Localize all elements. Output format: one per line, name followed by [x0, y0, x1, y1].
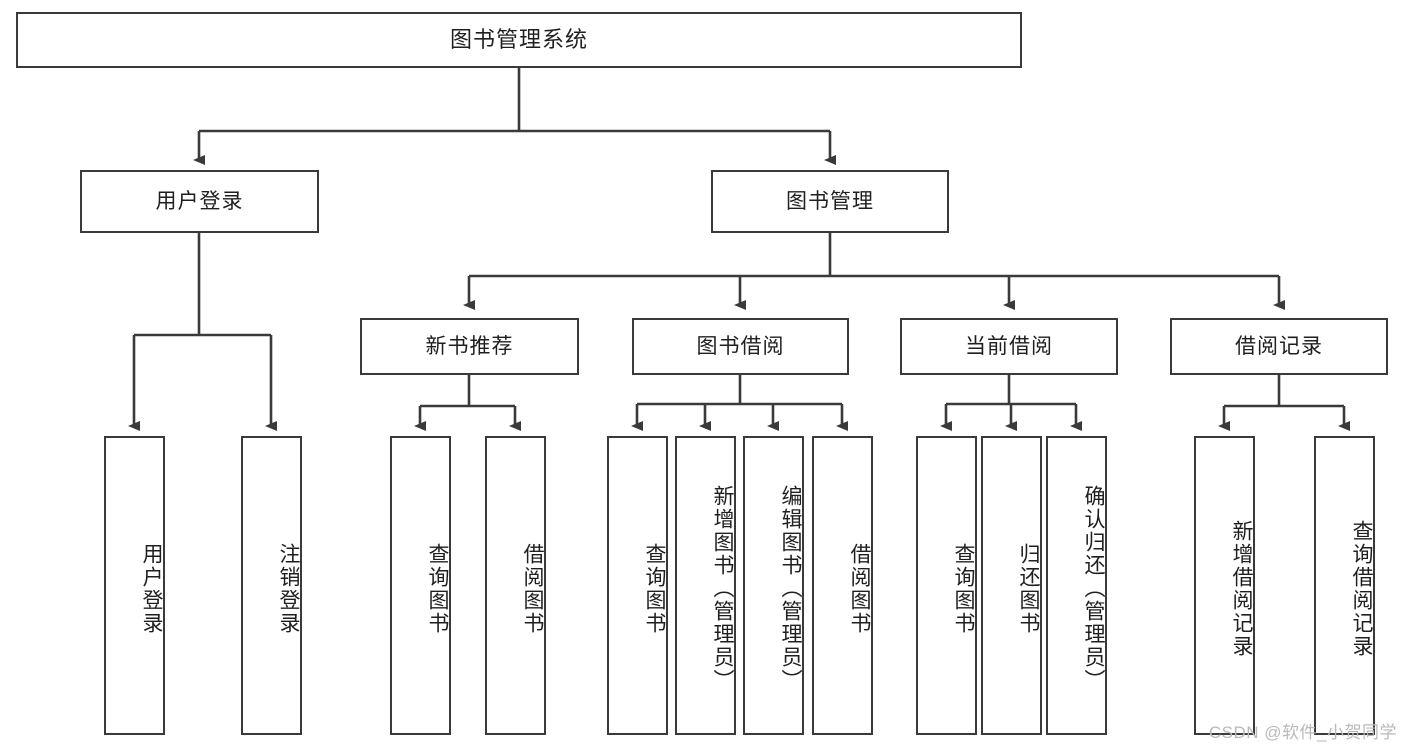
node-book-borrow[interactable]: 图书借阅: [632, 318, 849, 375]
node-label: 用户登录: [155, 189, 244, 213]
node-label: 用户登录: [140, 542, 163, 635]
leaf-record-query-record[interactable]: 查询借阅记录: [1314, 436, 1375, 735]
node-label: 注销登录: [277, 542, 300, 635]
leaf-user-login-signin[interactable]: 用户登录: [104, 436, 165, 735]
leaf-borrow-borrow-book[interactable]: 借阅图书: [812, 436, 873, 735]
node-label: 编辑图书（管理员）: [779, 485, 802, 692]
node-current-borrow[interactable]: 当前借阅: [900, 318, 1118, 375]
node-label: 图书管理: [786, 189, 874, 213]
node-label: 当前借阅: [965, 334, 1053, 358]
node-label: 确认归还（管理员）: [1082, 485, 1105, 692]
node-label: 新增图书（管理员）: [711, 485, 734, 692]
leaf-borrow-add-book-admin[interactable]: 新增图书（管理员）: [675, 436, 736, 735]
leaf-current-confirm-return-admin[interactable]: 确认归还（管理员）: [1046, 436, 1107, 735]
node-label: 图书管理系统: [449, 26, 588, 52]
node-new-book-recommend[interactable]: 新书推荐: [360, 318, 579, 375]
leaf-user-login-signout[interactable]: 注销登录: [241, 436, 302, 735]
leaf-borrow-edit-book-admin[interactable]: 编辑图书（管理员）: [743, 436, 804, 735]
node-label: 查询图书: [426, 542, 449, 635]
node-label: 查询图书: [643, 542, 666, 635]
leaf-recommend-query-book[interactable]: 查询图书: [390, 436, 451, 735]
node-label: 查询图书: [952, 542, 975, 635]
leaf-current-return-book[interactable]: 归还图书: [981, 436, 1042, 735]
node-label: 新增借阅记录: [1230, 519, 1253, 658]
leaf-borrow-query-book[interactable]: 查询图书: [607, 436, 668, 735]
node-borrow-record[interactable]: 借阅记录: [1170, 318, 1388, 375]
node-label: 归还图书: [1017, 542, 1040, 635]
node-label: 借阅图书: [848, 542, 871, 635]
node-label: 借阅图书: [521, 542, 544, 635]
node-label: 图书借阅: [696, 334, 785, 358]
node-label: 查询借阅记录: [1350, 519, 1373, 658]
watermark-text: CSDN @软件_小贺同学: [1208, 723, 1397, 742]
leaf-current-query-book[interactable]: 查询图书: [916, 436, 977, 735]
node-label: 借阅记录: [1235, 334, 1323, 358]
node-user-login[interactable]: 用户登录: [80, 170, 319, 233]
node-root-system[interactable]: 图书管理系统: [16, 12, 1022, 68]
node-book-management[interactable]: 图书管理: [711, 170, 949, 233]
leaf-recommend-borrow-book[interactable]: 借阅图书: [485, 436, 546, 735]
node-label: 新书推荐: [425, 334, 514, 358]
leaf-record-add-record[interactable]: 新增借阅记录: [1194, 436, 1255, 735]
